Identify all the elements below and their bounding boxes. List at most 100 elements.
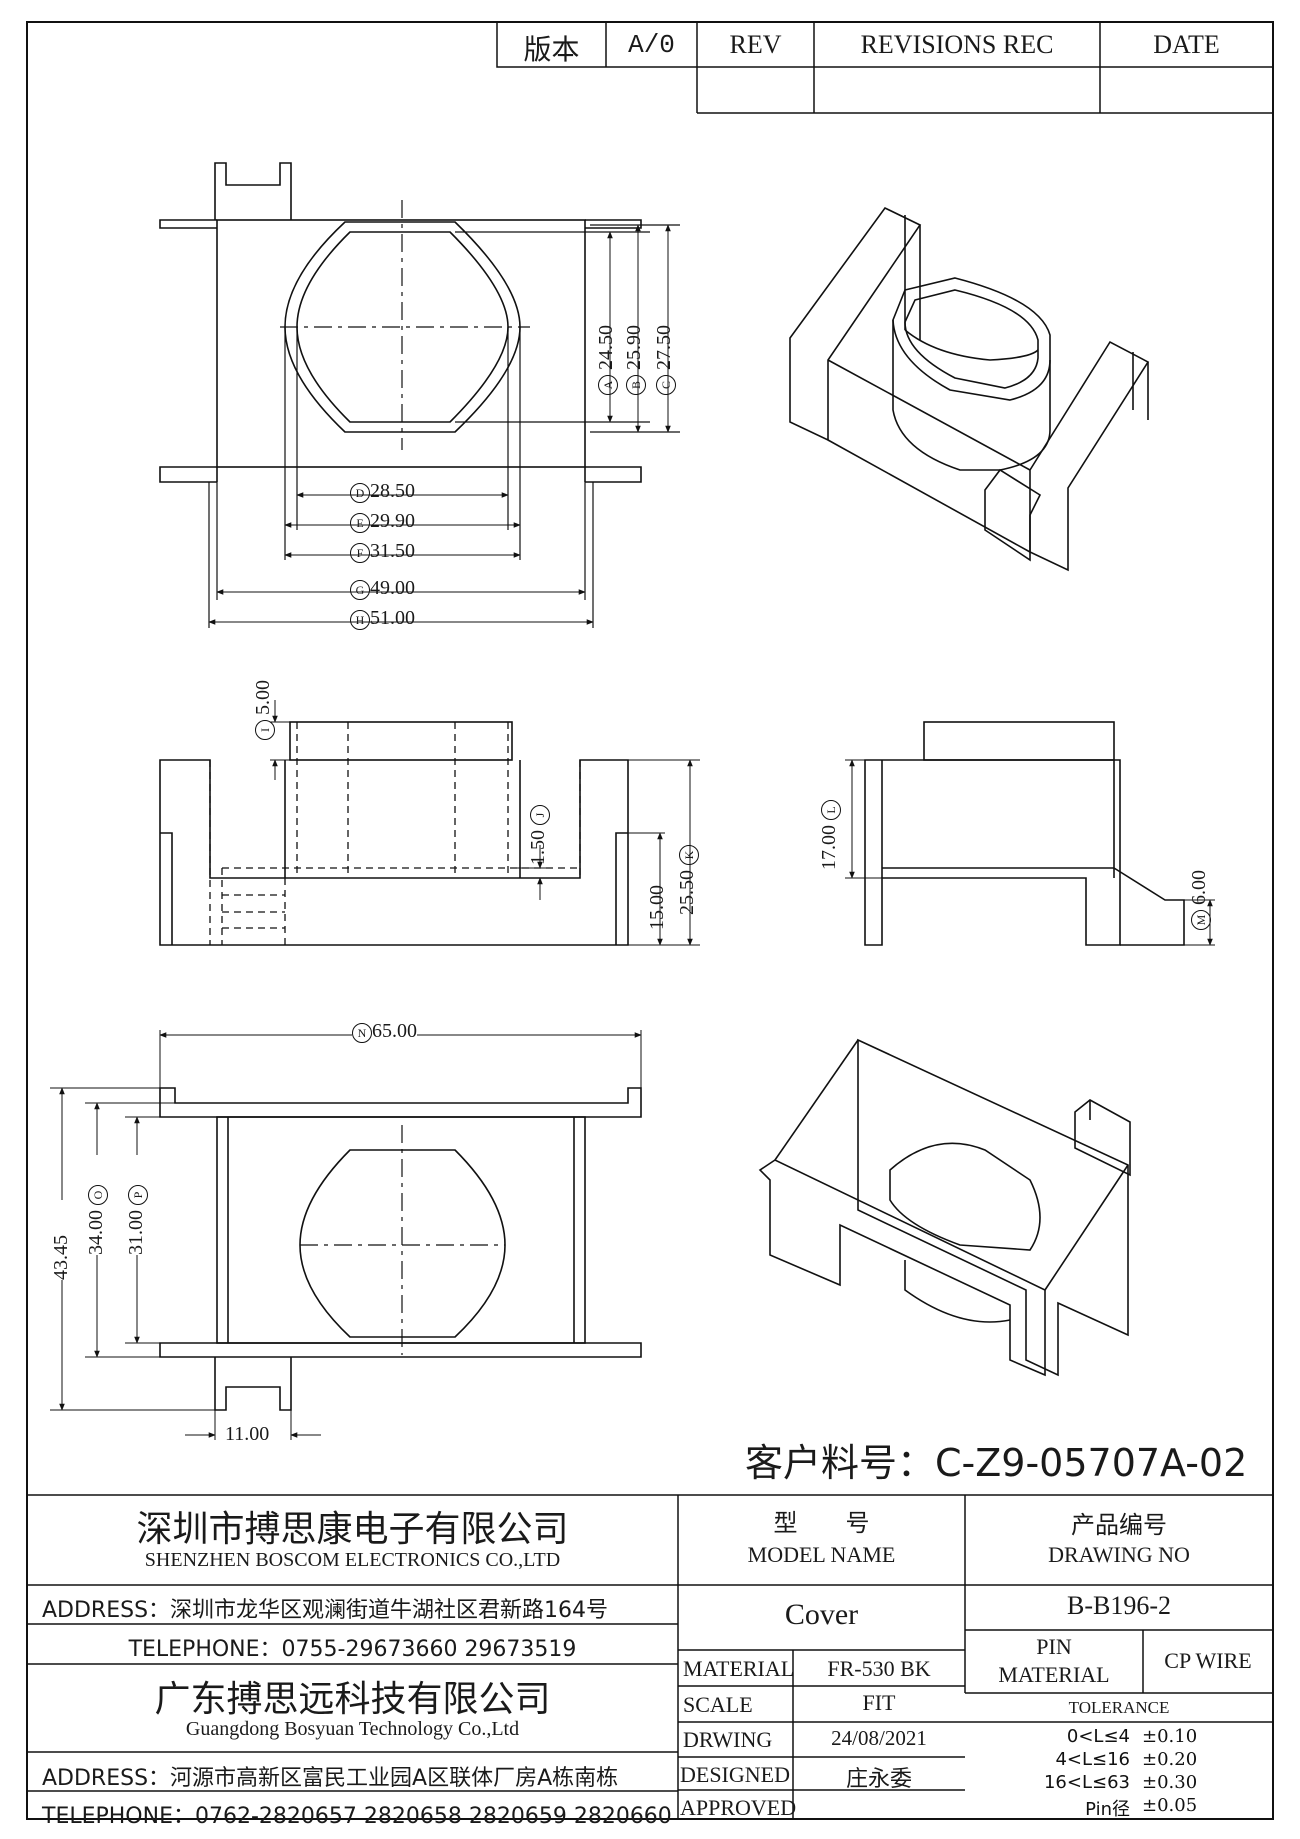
dim-c-marker: C	[656, 375, 676, 395]
dim-n-value: 65.00	[372, 1020, 417, 1042]
dim-p: 31.00 P	[125, 1155, 155, 1315]
dim-overall-height: 43.45	[50, 1200, 80, 1310]
tolerance-row: 16<L≤63 ±0.30	[1010, 1772, 1240, 1795]
drawing-label-en: DRAWING NO	[1048, 1542, 1190, 1567]
telephone-2: TELEPHONE：0762-2820657 2820658 2820659 2…	[42, 1804, 672, 1829]
rev-label: REV	[729, 30, 782, 59]
tolerance-range: 0<L≤4	[1066, 1726, 1130, 1747]
dim-l-marker: L	[821, 800, 841, 820]
designed-value: 庄永委	[845, 1767, 912, 1792]
dim-o: 34.00 O	[85, 1155, 115, 1315]
dim-c: C 27.50	[653, 295, 693, 405]
company1-en: SHENZHEN BOSCOM ELECTRONICS CO.,LTD	[144, 1549, 561, 1571]
dim-o-value: 34.00	[85, 1210, 107, 1255]
drawing-number: B-B196-2	[1067, 1591, 1171, 1620]
telephone-1: TELEPHONE：0755-29673660 29673519	[128, 1637, 577, 1662]
front-view-dims	[270, 700, 700, 946]
top-view	[159, 162, 680, 628]
tolerance-row: Pin径 ±0.05	[1010, 1795, 1240, 1820]
dim-d-marker: D	[350, 483, 370, 503]
dim-l-value: 17.00	[818, 825, 840, 870]
dim-pin-width: 11.00	[225, 1423, 270, 1445]
tolerance-row: 4<L≤16 ±0.20	[1010, 1749, 1240, 1772]
revision-block	[496, 21, 1274, 114]
dim-g-marker: G	[350, 580, 370, 600]
tolerance-range: Pin径	[1085, 1799, 1130, 1820]
tolerance-value: ±0.30	[1142, 1772, 1198, 1793]
drawing-row-label: DRWING	[683, 1727, 773, 1752]
dim-overall-height-value: 43.45	[50, 1235, 72, 1280]
dim-j: 1.50 J	[527, 765, 567, 865]
front-view	[159, 721, 629, 946]
material-label: MATERIAL	[683, 1656, 795, 1681]
dim-base-height: 15.00	[646, 860, 686, 930]
dim-e-marker: E	[350, 513, 370, 533]
company2-en: Guangdong Bosyuan Technology Co.,Ltd	[185, 1718, 520, 1740]
dim-d-value: 28.50	[370, 480, 415, 502]
pin-material-label-line1: PIN	[1036, 1634, 1072, 1659]
dim-o-marker: O	[88, 1185, 108, 1205]
customer-part-number: 客户料号：C-Z9-05707A-02	[745, 1441, 1248, 1485]
tolerance-value: ±0.05	[1142, 1795, 1198, 1816]
dim-p-value: 31.00	[125, 1210, 147, 1255]
dim-j-marker: J	[530, 805, 550, 825]
version-label: 版本	[523, 33, 580, 66]
dim-i: I 5.00	[252, 650, 292, 740]
drawing-date: 24/08/2021	[831, 1726, 927, 1750]
address-1: ADDRESS：深圳市龙华区观澜街道牛湖社区君新路164号	[42, 1598, 609, 1623]
scale-label: SCALE	[683, 1692, 753, 1717]
company1-cn: 深圳市搏思康电子有限公司	[136, 1509, 569, 1550]
model-label-cn: 型 号	[773, 1509, 870, 1537]
tolerance-value: ±0.20	[1142, 1749, 1198, 1770]
dim-h-value: 51.00	[370, 607, 415, 629]
dim-b-value: 25.90	[623, 325, 645, 370]
dim-i-marker: I	[255, 720, 275, 740]
dim-f-marker: F	[350, 543, 370, 563]
pin-material-label-line2: MATERIAL	[998, 1662, 1110, 1687]
designed-label: DESIGNED	[680, 1762, 790, 1787]
pin-material-value: CP WIRE	[1164, 1648, 1252, 1673]
dim-f-value: 31.50	[370, 540, 415, 562]
dim-m-marker: M	[1191, 910, 1211, 930]
revisions-rec-label: REVISIONS REC	[860, 30, 1054, 59]
drawing-label-cn: 产品编号	[1071, 1511, 1167, 1539]
side-view-dims	[845, 759, 1215, 946]
tolerance-value: ±0.10	[1142, 1726, 1198, 1747]
dim-base-height-value: 15.00	[646, 885, 668, 930]
top-view-dims	[208, 224, 671, 625]
tolerance-row: 0<L≤4 ±0.10	[1010, 1726, 1240, 1749]
dim-c-value: 27.50	[653, 325, 675, 370]
approved-label: APPROVED	[680, 1795, 797, 1820]
dim-m: M 6.00	[1188, 840, 1228, 930]
company2-cn: 广东搏思远科技有限公司	[154, 1679, 551, 1720]
dim-b-marker: B	[626, 375, 646, 395]
tolerance-range: 16<L≤63	[1043, 1772, 1130, 1793]
isometric-view-top	[789, 206, 1150, 572]
tolerance-label: TOLERANCE	[1068, 1698, 1170, 1717]
dim-n-marker: N	[352, 1023, 372, 1043]
tolerance-table: 0<L≤4 ±0.10 4<L≤16 ±0.20 16<L≤63 ±0.30 P…	[1010, 1726, 1240, 1820]
model-label-en: MODEL NAME	[747, 1542, 896, 1567]
scale-value: FIT	[862, 1690, 896, 1715]
address-2: ADDRESS：河源市高新区富民工业园A区联体厂房A栋南栋	[42, 1766, 619, 1791]
dim-a-value: 24.50	[595, 325, 617, 370]
material-value: FR-530 BK	[827, 1656, 931, 1681]
isometric-view-bottom	[758, 1038, 1131, 1377]
bottom-view	[159, 1087, 642, 1411]
tolerance-range: 4<L≤16	[1055, 1749, 1130, 1770]
dim-a-marker: A	[598, 375, 618, 395]
dim-j-value: 1.50	[527, 830, 549, 865]
side-view	[864, 721, 1185, 946]
dim-i-value: 5.00	[252, 680, 274, 715]
dim-e-value: 29.90	[370, 510, 415, 532]
dim-m-value: 6.00	[1188, 870, 1210, 905]
version-value: A/0	[628, 30, 675, 60]
date-label: DATE	[1153, 30, 1220, 59]
